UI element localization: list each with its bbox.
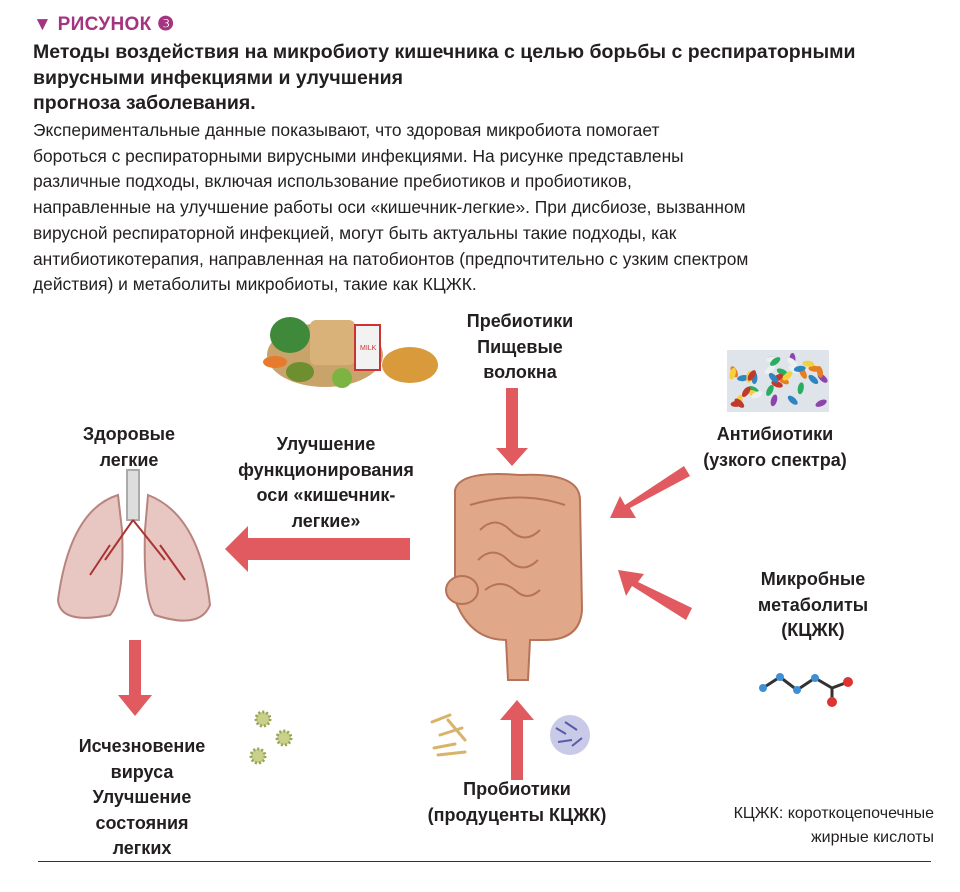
- label-line: Здоровые: [82, 424, 176, 444]
- arrow-probiotics-up: [500, 700, 534, 780]
- pill-mark: [764, 365, 775, 375]
- bacteria-rod-icon: [430, 713, 467, 757]
- body-line: действия) и метаболиты микробиоты, такие…: [33, 274, 477, 295]
- label-line: легкие: [99, 449, 159, 470]
- label-line: легкие»: [291, 510, 361, 531]
- virus-particles-icon: [249, 710, 293, 765]
- label-line: Пробиотики: [463, 779, 571, 799]
- figure-title: Методы воздействия на микробиоту кишечни…: [33, 40, 943, 117]
- milk-label: MILK: [360, 345, 377, 352]
- label-line: оси «кишечник-: [256, 485, 396, 505]
- label-line: функционирования: [238, 459, 414, 480]
- pill-mark: [751, 391, 763, 399]
- pill-mark: [771, 380, 783, 388]
- footnote: КЦЖК: короткоцепочечные жирные кислоты: [734, 802, 934, 850]
- body-line: антибиотикотерапия, направленная на пато…: [33, 248, 749, 269]
- pill-mark: [747, 370, 756, 381]
- arrow-lungs-down: [118, 640, 152, 716]
- pill-mark: [815, 399, 827, 407]
- pill-mark: [782, 371, 793, 381]
- title-line: вирусными инфекциями и улучшения: [33, 66, 403, 89]
- label-gut-lung-axis: Улучшение функционирования оси «кишечник-л…: [238, 432, 414, 534]
- label-line: состояния: [95, 812, 189, 833]
- label-metabolites: Микробные метаболиты (КЦЖК): [758, 567, 868, 644]
- label-antibiotics: Антибиотики (узкого спектра): [703, 422, 846, 473]
- label-line: волокна: [483, 362, 557, 382]
- intestine-illustration: [445, 473, 584, 681]
- arrow-prebiotics-down: [496, 388, 528, 466]
- pill-mark: [770, 357, 781, 366]
- arrow-metabolites: [618, 570, 692, 620]
- scfa-molecule-icon: [759, 673, 853, 707]
- body-line: направленные на улучшение работы оси «ки…: [33, 197, 746, 218]
- figure-description: Экспериментальные данные показывают, что…: [33, 118, 748, 298]
- footnote-line: КЦЖК: короткоцепочечные: [733, 805, 934, 822]
- pill-mark: [741, 386, 751, 397]
- label-line: (КЦЖК): [781, 620, 845, 640]
- label-line: вируса: [110, 761, 174, 782]
- arrows: [118, 388, 692, 780]
- label-line: (узкого спектра): [703, 449, 847, 470]
- body-line: вирусной респираторной инфекцией, могут …: [33, 222, 677, 243]
- lungs-illustration: [56, 469, 212, 622]
- pill-mark: [787, 395, 798, 405]
- food-illustration: MILK: [263, 317, 438, 388]
- bottom-rule: [38, 861, 931, 862]
- label-line: Пребиотики: [466, 311, 574, 331]
- pill-mark: [802, 360, 815, 367]
- label-line: (продуценты КЦЖК): [427, 804, 607, 825]
- footnote-line: жирные кислоты: [810, 829, 934, 846]
- bacteria-cluster-icon: [550, 715, 590, 755]
- label-line: Пищевые: [477, 336, 563, 357]
- body-line: бороться с респираторными вирусными инфе…: [33, 145, 684, 166]
- pill-mark: [808, 374, 819, 385]
- pill-mark: [766, 384, 774, 396]
- pill-mark: [797, 382, 804, 395]
- pill-mark: [729, 367, 736, 380]
- label-line: Микробные: [760, 569, 866, 589]
- label-line: легких: [112, 838, 172, 858]
- pill-mark: [793, 365, 806, 372]
- pill-mark: [737, 375, 750, 382]
- label-probiotics: Пробиотики (продуценты КЦЖК): [428, 777, 607, 828]
- label-line: Исчезновение: [78, 736, 206, 756]
- pill-mark: [808, 365, 821, 372]
- label-line: Улучшение: [276, 434, 376, 454]
- pill-mark: [770, 394, 778, 407]
- pill-mark: [734, 398, 745, 408]
- body-line: Экспериментальные данные показывают, что…: [33, 120, 660, 140]
- label-healthy-lungs: Здоровые легкие: [83, 422, 175, 473]
- arrow-antibiotics: [610, 466, 690, 518]
- pill-mark: [768, 372, 779, 383]
- title-line: Методы воздействия на микробиоту кишечни…: [33, 41, 856, 63]
- label-line: метаболиты: [757, 594, 869, 615]
- label-line: Улучшение: [92, 787, 192, 807]
- figure-label: ▼ РИСУНОК ❸: [33, 14, 175, 35]
- pill-mark: [787, 357, 798, 367]
- arrow-to-lungs-left: [225, 526, 410, 572]
- label-line: Антибиотики: [716, 424, 834, 444]
- antibiotics-pills-image: [727, 350, 829, 412]
- body-line: различные подходы, включая использование…: [33, 171, 632, 192]
- title-line: прогноза заболевания.: [33, 92, 256, 114]
